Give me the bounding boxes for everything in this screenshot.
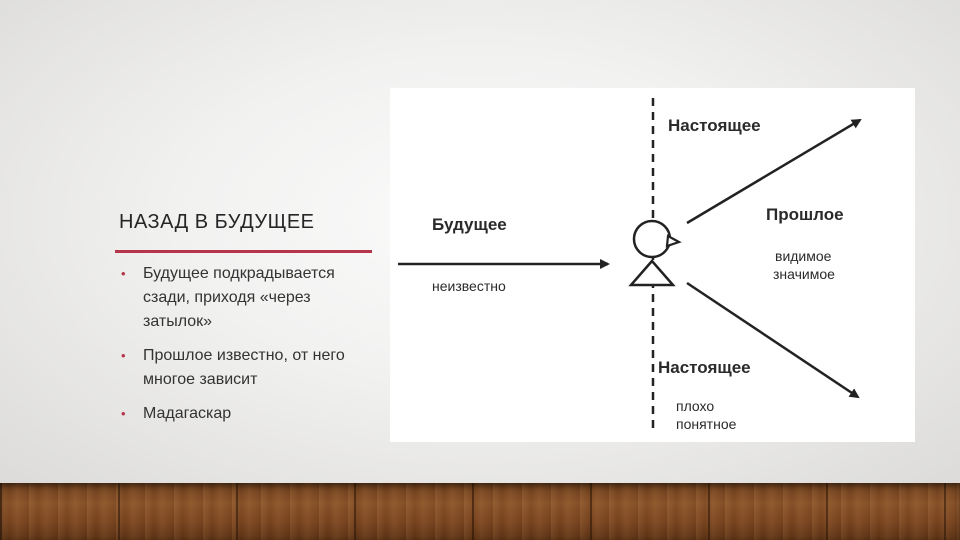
bullet-text: Мадагаскар: [143, 405, 231, 422]
wooden-floor: [0, 483, 960, 540]
bullet-text: Прошлое известно, от него многое зависит: [143, 347, 345, 388]
bullet-icon: •: [121, 262, 126, 286]
person-icon: [631, 221, 679, 285]
present-bottom-label: Настоящее: [658, 358, 751, 378]
bullet-item: • Будущее подкрадывается сзади, приходя …: [119, 262, 379, 334]
future-label: Будущее: [432, 215, 507, 235]
future-sub-label: неизвестно: [432, 278, 506, 295]
bullet-list: • Будущее подкрадывается сзади, приходя …: [119, 262, 379, 436]
bullet-text: Будущее подкрадывается сзади, приходя «ч…: [143, 265, 335, 330]
title-underline: [115, 250, 372, 253]
bullet-icon: •: [121, 344, 126, 368]
present-bottom-sub-label-2: понятное: [676, 416, 736, 433]
past-sub-label-1: видимое: [775, 248, 831, 265]
bullet-icon: •: [121, 402, 126, 426]
present-top-label: Настоящее: [668, 116, 761, 136]
present-bottom-sub-label-1: плохо: [676, 398, 714, 415]
present-arrow-down: [687, 283, 858, 397]
past-label: Прошлое: [766, 205, 844, 225]
diagram-graphics: [390, 88, 915, 442]
bullet-item: • Прошлое известно, от него многое завис…: [119, 344, 379, 392]
past-sub-label-2: значимое: [773, 266, 835, 283]
bullet-item: • Мадагаскар: [119, 402, 379, 426]
slide-title: НАЗАД В БУДУЩЕЕ: [119, 211, 315, 234]
time-perception-diagram: Настоящее Будущее неизвестно Прошлое вид…: [390, 88, 915, 442]
